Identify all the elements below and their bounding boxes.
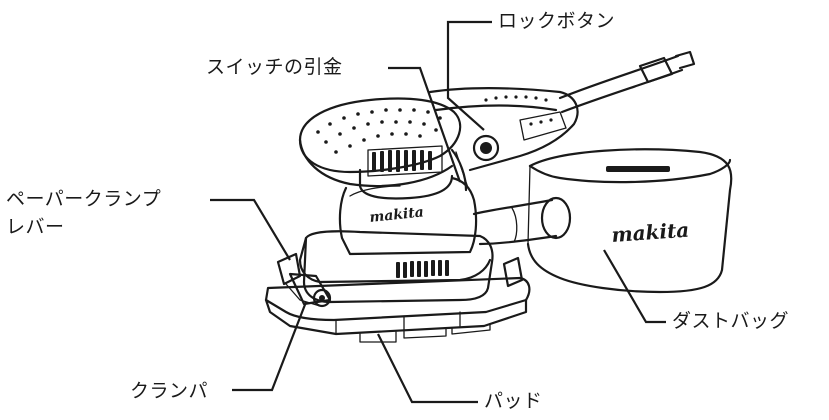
leader-lines xyxy=(210,20,666,404)
label-dust-bag: ダストバッグ xyxy=(672,310,790,332)
dust-outlet xyxy=(472,196,572,246)
label-clamper: クランパ xyxy=(130,380,209,402)
label-switch-trigger: スイッチの引金 xyxy=(206,56,343,78)
leader-paper-clamp-lever xyxy=(210,198,291,261)
label-lock-button: ロックボタン xyxy=(498,10,616,32)
pad-segments xyxy=(359,323,491,343)
leader-lock-button xyxy=(446,20,492,131)
dust-bag-shape: makita xyxy=(526,148,733,294)
power-cord xyxy=(558,50,696,114)
base-vents xyxy=(396,260,449,278)
bag-logo: makita xyxy=(611,218,690,247)
palm-grip xyxy=(298,97,462,188)
body-logo: makita xyxy=(369,204,425,226)
leader-clamper xyxy=(232,301,308,392)
clamper-assembly xyxy=(276,252,524,308)
motor-vents xyxy=(372,150,432,172)
motor-housing xyxy=(358,145,454,200)
label-paper-clamp-lever-line2: レバー xyxy=(6,216,65,238)
label-paper-clamp-lever-line1: ペーパークランプ xyxy=(6,188,162,210)
lock-button xyxy=(472,134,500,162)
pad-base xyxy=(264,276,531,343)
base-housing xyxy=(298,230,494,304)
rear-grip-dots xyxy=(484,95,553,126)
label-pad: パッド xyxy=(484,390,543,412)
leader-dust-bag xyxy=(603,249,666,324)
leader-switch-trigger xyxy=(388,66,462,183)
palm-grip-dots xyxy=(316,108,442,154)
leader-pad xyxy=(377,333,478,404)
